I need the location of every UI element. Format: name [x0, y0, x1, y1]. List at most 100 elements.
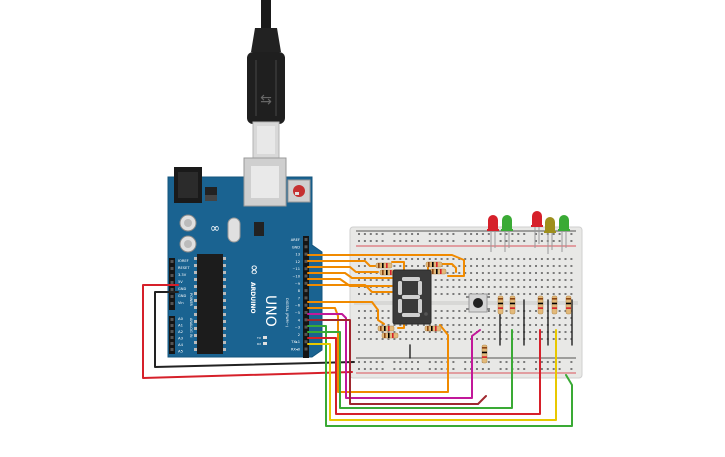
analog-pin-label: A2 [178, 329, 184, 334]
led-olive[interactable] [544, 217, 556, 254]
breadboard-hole [546, 286, 549, 288]
breadboard-hole [446, 233, 449, 235]
breadboard-hole [393, 368, 396, 370]
breadboard-hole [363, 361, 366, 363]
led-red[interactable] [487, 215, 499, 252]
arduino-infinity-icon: ∞ [246, 264, 262, 276]
breadboard-hole [487, 286, 490, 288]
tx-label: TX [256, 336, 261, 340]
breadboard-hole [387, 310, 390, 312]
breadboard-hole [381, 258, 384, 260]
breadboard-hole [511, 324, 514, 326]
usb-cable[interactable]: ⇆ [247, 0, 285, 159]
breadboard-hole [535, 272, 537, 274]
breadboard-hole [422, 265, 425, 267]
wire-pin3-green [307, 325, 573, 427]
breadboard-hole [440, 310, 443, 312]
breadboard-hole [540, 293, 543, 295]
breadboard-hole [552, 317, 555, 319]
breadboard-hole [381, 240, 384, 242]
breadboard-hole [417, 240, 419, 242]
chip-pin [194, 306, 197, 309]
header-pin [304, 238, 308, 241]
breadboard-hole [487, 317, 490, 319]
breadboard-hole [428, 331, 431, 333]
resistor[interactable] [429, 268, 447, 275]
breadboard-hole [470, 233, 473, 235]
resistor[interactable] [375, 262, 393, 269]
resistor[interactable] [424, 325, 442, 332]
breadboard-hole [358, 368, 360, 370]
breadboard-hole [529, 265, 532, 267]
breadboard-hole [499, 361, 502, 363]
breadboard-hole [552, 240, 555, 242]
resistor[interactable] [551, 295, 558, 315]
breadboard-hole [499, 272, 502, 274]
resistor[interactable] [381, 332, 399, 339]
breadboard-hole [570, 240, 573, 242]
header-pin [170, 330, 174, 333]
breadboard-hole [458, 293, 461, 295]
breadboard-hole [375, 331, 378, 333]
header-pin [304, 325, 308, 329]
resistor[interactable] [497, 295, 504, 315]
breadboard-hole [529, 272, 532, 274]
resistor[interactable] [425, 261, 443, 268]
breadboard-hole [446, 240, 449, 242]
breadboard-hole [476, 368, 478, 370]
chip-pin [223, 348, 226, 351]
breadboard-hole [375, 279, 378, 281]
wire-rx-yellow [307, 329, 557, 421]
breadboard-hole [434, 279, 437, 281]
wires [142, 254, 573, 427]
breadboard-hole [505, 240, 508, 242]
breadboard-hole [487, 233, 490, 235]
breadboard-hole [535, 368, 537, 370]
segment [402, 295, 420, 299]
wire-pin8-orange [307, 284, 393, 293]
breadboard-hole [422, 258, 425, 260]
digital-pin-label: ~9 [295, 282, 301, 286]
resistor[interactable] [377, 325, 395, 332]
breadboard-hole [517, 317, 520, 319]
breadboard-hole [458, 265, 461, 267]
header-pin [304, 332, 308, 336]
breadboard-hole [476, 272, 478, 274]
resistor[interactable] [537, 295, 544, 315]
breadboard[interactable] [349, 226, 583, 379]
breadboard-hole [399, 258, 402, 260]
breadboard-hole [470, 286, 473, 288]
breadboard-hole [558, 272, 561, 274]
breadboard-hole [393, 331, 396, 333]
breadboard-hole [499, 233, 502, 235]
breadboard-hole [493, 286, 496, 288]
breadboard-hole [540, 324, 543, 326]
push-button[interactable] [466, 293, 490, 313]
digital-pin-label: 2 [298, 333, 300, 337]
led-green[interactable] [558, 215, 570, 252]
led-green[interactable] [501, 215, 513, 252]
breadboard-hole [481, 240, 484, 242]
power-pin-label: Vin [178, 301, 184, 305]
breadboard-hole [458, 317, 461, 319]
wire-pin4-darkred [307, 319, 487, 405]
header-pin [170, 288, 174, 291]
breadboard-hole [558, 361, 561, 363]
breadboard-hole [375, 317, 378, 319]
breadboard-hole [381, 361, 384, 363]
analog-pin-label: A0 [178, 316, 184, 321]
breadboard-hole [428, 258, 431, 260]
breadboard-hole [405, 368, 408, 370]
seven-segment-display[interactable]: 8 [392, 269, 432, 325]
breadboard-hole [540, 368, 543, 370]
breadboard-hole [464, 317, 467, 319]
digital-pin-label: ~11 [292, 267, 300, 271]
led-red[interactable] [531, 211, 543, 248]
header-pin [170, 260, 174, 263]
arduino-board[interactable]: ∞ ∞ ARDUINO UNO IOREFRESET3.3V5VGNDGNDVi… [167, 157, 323, 358]
resistor[interactable] [565, 295, 572, 315]
breadboard-hole [558, 331, 561, 333]
resistor[interactable] [481, 344, 488, 364]
resistor[interactable] [509, 295, 516, 315]
breadboard-hole [458, 338, 461, 340]
